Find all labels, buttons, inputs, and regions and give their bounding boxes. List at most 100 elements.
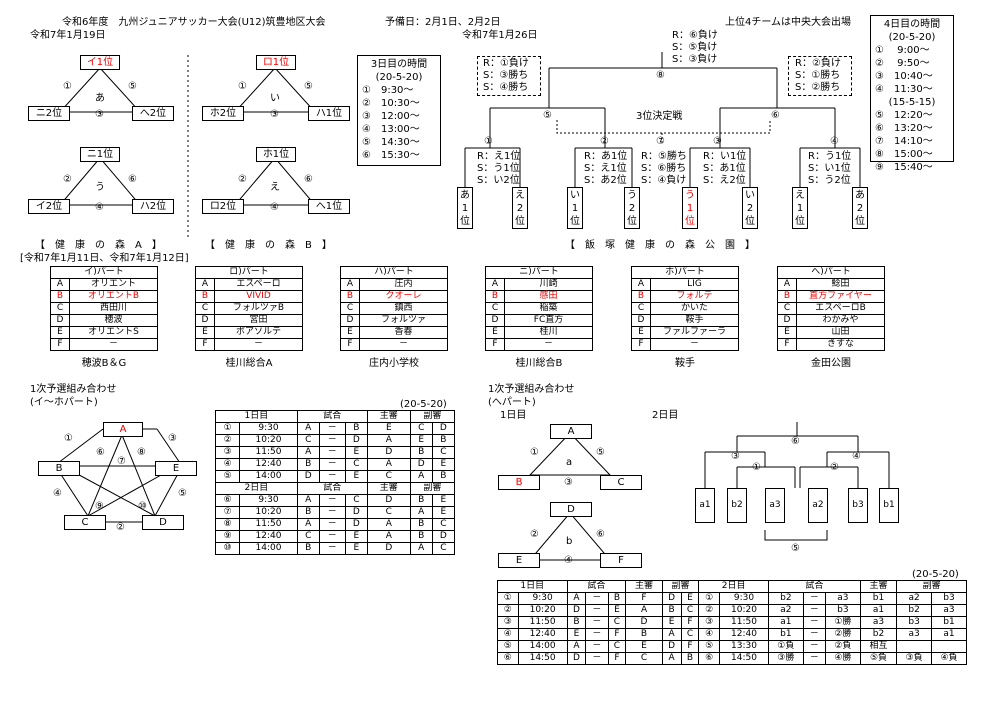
schedule-cell: B [431,470,456,483]
schedule-cell: E [566,628,587,641]
schedule-cell [896,640,933,653]
schedule-cell: － [318,446,346,459]
team-name: クオーレ [359,290,448,303]
schedule-cell: B [296,542,320,555]
first-round-sub: (イ～ホパート) [30,397,98,408]
schedule-cell: D [366,494,411,507]
match-num: ⑩ [138,501,147,512]
schedule-cell: B [409,446,433,459]
time-row: ② 9:50～ [875,58,930,69]
schedule-cell: ② [214,434,241,447]
group-bl-2: ホ2位 [202,106,244,121]
group-name-4: え [270,182,280,193]
tri2-bl: E [498,553,540,568]
schedule-cell: ①勝 [824,616,861,629]
schedule-cell: ②勝 [824,628,861,641]
schedule-header: 副審 [409,482,456,495]
schedule-cell: B [607,592,627,605]
schedule-cell: － [585,592,609,605]
third-left-ref-box [477,56,541,96]
schedule-cell [931,640,967,653]
day1-label: 1日目 [500,410,527,421]
schedule-cell: － [318,422,346,435]
match-num: ⑧ [137,447,146,458]
schedule-cell: － [318,518,346,531]
schedule-cell: C [431,446,456,459]
group-name-3: う [95,182,105,193]
match-num: ④ [852,451,861,462]
team-key: D [485,314,505,327]
schedule-cell: B [344,422,368,435]
schedule-cell: ④ [214,458,241,471]
match-num: ⑥ [304,174,313,185]
schedule-cell: － [585,628,609,641]
schedule-cell: － [318,470,346,483]
schedule-cell: ④負 [931,652,967,665]
schedule-cell: 10:20 [517,604,568,617]
match-num: ⑥ [128,174,137,185]
schedule-cell: ① [698,592,721,605]
time-row: ③ 10:40～ [875,71,933,82]
match-num: ③ [713,136,722,147]
first-round-right-sub: (へパート) [488,397,536,408]
schedule-cell: A [296,494,320,507]
bracket2-team: a3 [765,488,785,523]
team-key: B [485,290,505,303]
schedule-cell: a3 [824,592,861,605]
group-bl-3: イ2位 [28,199,70,214]
schedule-cell: 13:30 [719,640,769,653]
team-name: わかみや [796,314,885,327]
group-top-1: イ1位 [80,55,120,70]
schedule-cell: b3 [896,616,933,629]
team-name: 鯰田 [796,278,885,291]
time-row: ⑤ 12:20～ [875,110,933,121]
schedule-cell: D [296,470,320,483]
schedule-cell: ⑧ [214,518,241,531]
team-key: A [50,278,70,291]
schedule-cell: ⑤ [214,470,241,483]
match-num: ① [64,433,73,444]
part-venue: 桂川総合B [515,358,563,369]
schedule-cell: A [409,542,433,555]
schedule-cell: － [802,604,826,617]
team-name: VIVID [214,290,303,303]
match-num: ② [116,522,125,533]
schedule-cell: ④勝 [824,652,861,665]
team-key: C [340,302,360,315]
match-num: ① [530,447,539,458]
team-name: エスペーロ [214,278,303,291]
schedule-cell: b2 [896,604,933,617]
team-name: － [504,338,593,351]
schedule-cell: F [625,592,663,605]
bracket2-team: b1 [879,488,899,523]
schedule-cell: － [585,640,609,653]
schedule-cell: F [680,616,700,629]
schedule-cell: b1 [859,592,898,605]
group-name-1: あ [95,93,105,104]
schedule-cell: A [409,506,433,519]
part-title: へ)パート [777,266,885,279]
schedule-cell: ③ [497,616,519,629]
schedule-header: 主審 [366,410,411,423]
schedule-cell: 9:30 [517,592,568,605]
group-br-2: ハ1位 [308,106,350,121]
schedule-cell: B [409,494,433,507]
schedule-cell: 10:20 [239,434,298,447]
match-num: ④ [564,555,573,566]
time-row: ⑨ 15:40～ [875,162,933,173]
match-num: ① [238,81,247,92]
schedule-cell: a3 [859,616,898,629]
schedule-cell: ⑨ [214,530,241,543]
schedule-cell: A [296,422,320,435]
team-key: B [195,290,215,303]
team-name: － [359,338,448,351]
